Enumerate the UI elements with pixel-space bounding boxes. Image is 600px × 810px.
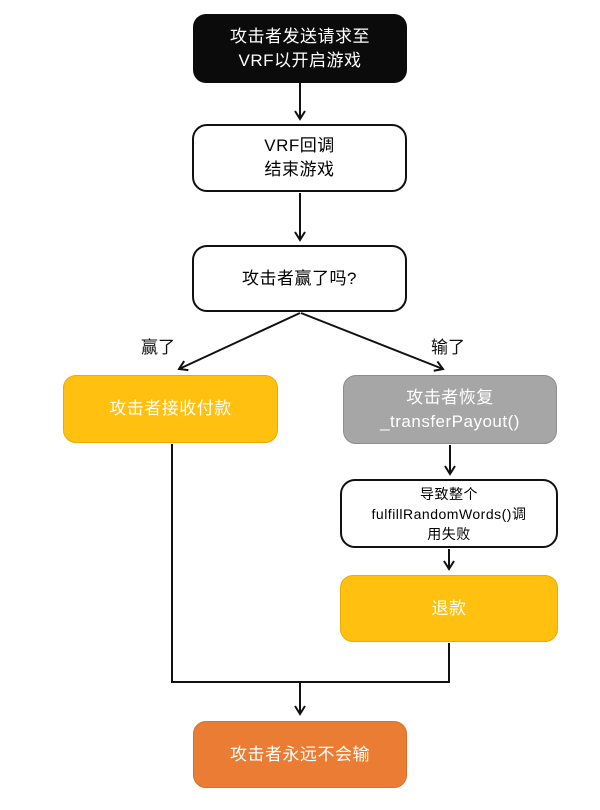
node-fulfill-fail: 导致整个 fulfillRandomWords()调 用失败 [340, 479, 558, 548]
node-decision: 攻击者赢了吗? [192, 245, 407, 312]
edge-label-lose: 输了 [431, 338, 465, 357]
node-vrf-callback: VRF回调 结束游戏 [192, 124, 407, 192]
edge-label-win: 赢了 [141, 338, 175, 357]
node-refund: 退款 [340, 575, 558, 642]
node-receive-payment: 攻击者接收付款 [63, 375, 278, 443]
node-never-lose: 攻击者永远不会输 [193, 721, 407, 788]
edge-decision-win [177, 312, 301, 372]
node-revert-payout: 攻击者恢复 _transferPayout() [343, 375, 557, 444]
node-start: 攻击者发送请求至 VRF以开启游戏 [193, 14, 407, 83]
